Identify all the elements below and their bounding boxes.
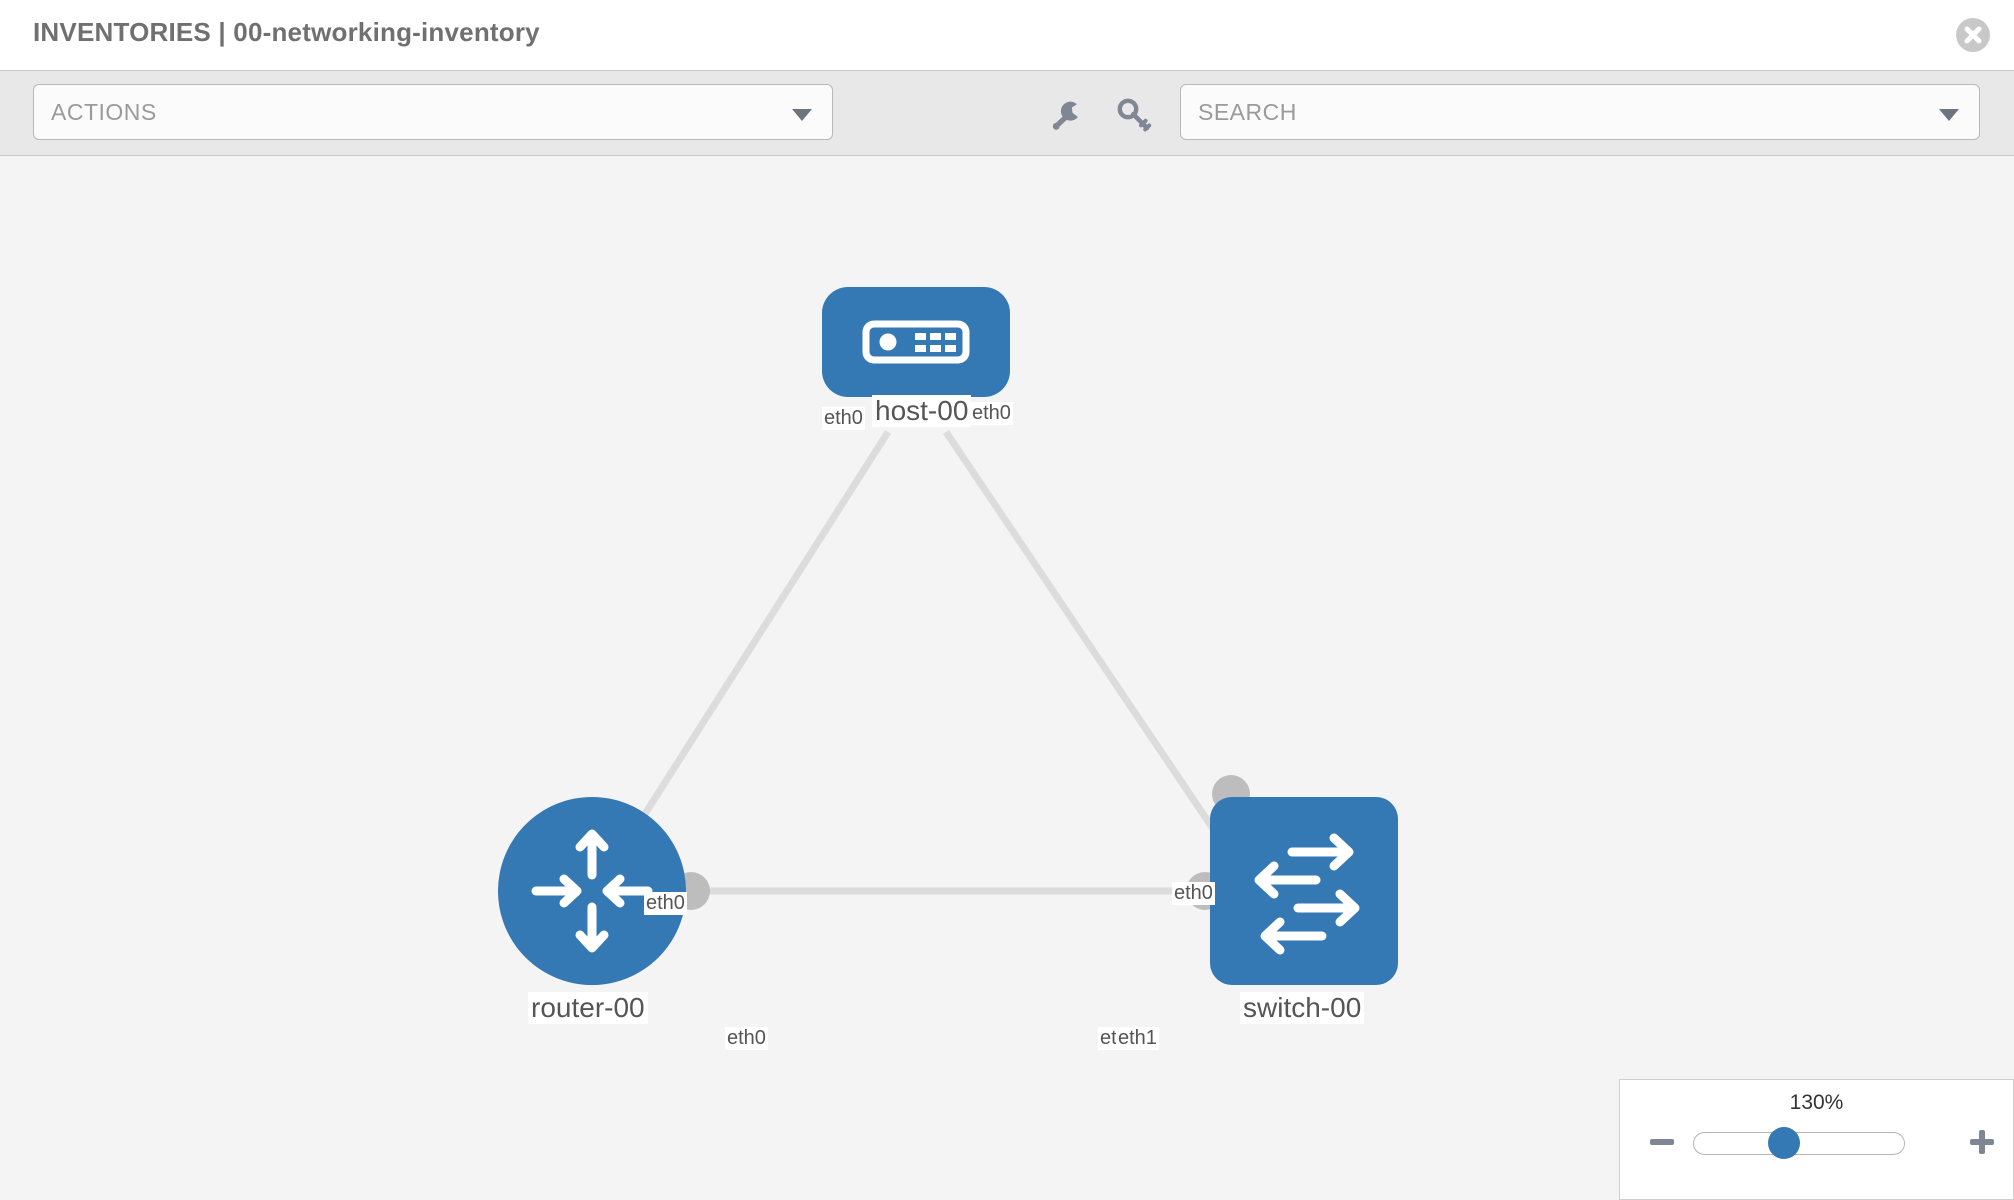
node-host-00-label: host-00 [872, 395, 972, 427]
toolbar: ACTIONS SEARCH [0, 70, 2014, 156]
minus-glyph [1650, 1139, 1674, 1145]
wrench-icon[interactable] [1046, 95, 1086, 135]
minus-icon[interactable] [1647, 1127, 1677, 1157]
zoom-control-panel: 130% [1619, 1079, 2014, 1200]
close-icon[interactable] [1956, 18, 1990, 52]
close-x-glyph [1964, 26, 1982, 44]
router-arrows-icon [531, 829, 653, 953]
node-router-00[interactable] [498, 797, 686, 985]
zoom-level-value: 130% [1789, 1091, 1844, 1114]
iface-label-switch00-eth1-left: eth1 [1116, 1027, 1159, 1050]
iface-label-router00-eth0-right: eth0 [725, 1027, 768, 1050]
wrench-glyph [1052, 101, 1078, 130]
plus-glyph [1970, 1130, 1994, 1154]
switch-arrows-icon [1254, 833, 1360, 955]
node-switch-00-label: switch-00 [1240, 992, 1365, 1024]
node-switch-00-shape [1210, 797, 1398, 985]
key-icon[interactable] [1114, 95, 1154, 135]
node-router-00-shape [498, 797, 686, 985]
iface-label-host00-eth0-right: eth0 [970, 402, 1013, 425]
node-router-00-label: router-00 [528, 992, 648, 1024]
node-switch-00[interactable] [1210, 797, 1398, 985]
iface-label-switch00-eth0-up: eth0 [1172, 882, 1215, 905]
chevron-down-icon[interactable] [1939, 109, 1959, 121]
page-header: INVENTORIES | 00-networking-inventory [0, 0, 2014, 70]
key-glyph [1117, 98, 1152, 132]
search-input[interactable]: SEARCH [1180, 84, 1980, 140]
zoom-slider-thumb[interactable] [1768, 1127, 1800, 1159]
page-title: INVENTORIES | 00-networking-inventory [33, 17, 540, 47]
iface-label-router00-eth0-up: eth0 [644, 892, 687, 915]
search-placeholder: SEARCH [1198, 99, 1297, 125]
actions-dropdown-label: ACTIONS [51, 99, 157, 125]
topology-canvas[interactable]: host-00 eth0 eth0 [0, 157, 2014, 1200]
node-host-00[interactable] [822, 287, 1010, 397]
actions-dropdown[interactable]: ACTIONS [33, 84, 833, 140]
node-host-00-shape [822, 287, 1010, 397]
iface-label-host00-eth0-left: eth0 [822, 407, 865, 430]
link-host00-router00[interactable] [605, 430, 891, 874]
chevron-down-icon [792, 109, 812, 121]
plus-icon[interactable] [1967, 1127, 1997, 1157]
topology-links [605, 430, 1235, 895]
link-host00-switch00[interactable] [943, 430, 1235, 859]
server-icon [862, 320, 970, 364]
